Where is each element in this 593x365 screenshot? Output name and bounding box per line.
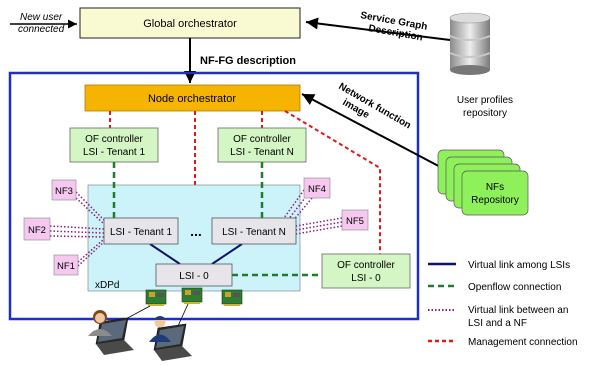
- legend-management-label: Management connection: [468, 337, 578, 348]
- legend-openflow-label: Openflow connection: [468, 282, 561, 293]
- nf1-label: NF1: [57, 261, 75, 272]
- of-controller-tenant1-box: [69, 127, 159, 163]
- global-orchestrator-label: Global orchestrator: [143, 18, 237, 30]
- legend-virtual-link-label: Virtual link among LSIs: [468, 260, 570, 271]
- nf4-box: [303, 177, 331, 199]
- nf5-box: [341, 209, 369, 231]
- of-controller-tenantN-line1: OF controller: [233, 134, 291, 145]
- lsi-virtual-links: [149, 243, 243, 265]
- of-controller-tenant1-line2: LSI - Tenant 1: [83, 147, 146, 158]
- nf5-label: NF5: [346, 216, 364, 227]
- legend-nf-link-label-line2: LSI and a NF: [468, 318, 527, 329]
- xdpd-label: xDPd: [95, 280, 119, 291]
- nf4-label: NF4: [308, 184, 326, 195]
- lsi-tenant1-box: [103, 217, 179, 245]
- of-controller-tenantN-box: [217, 127, 307, 163]
- lsi-tenantN-box: [211, 217, 297, 245]
- new-user-label-line1: New user: [20, 12, 63, 23]
- nfs-repo-label-line2: Repository: [471, 195, 519, 206]
- nfs-repo-label-line1: NFs: [486, 182, 504, 193]
- nf1-box: [53, 254, 79, 276]
- user-male-icon: [149, 316, 171, 342]
- nffg-description-label: NF-FG description: [200, 55, 296, 67]
- lsi-ellipsis: ...: [190, 223, 202, 239]
- of-controller-lsi0-line2: LSI - 0: [351, 273, 381, 284]
- nf3-box: [51, 179, 77, 201]
- lsi-0-box: [155, 263, 233, 287]
- nf3-label: NF3: [55, 186, 73, 197]
- node-orchestrator-label: Node orchestrator: [148, 93, 236, 105]
- of-controller-lsi0-box: [321, 253, 411, 289]
- new-user-label-line2: connected: [18, 24, 65, 35]
- database-icon: [449, 12, 491, 75]
- of-controller-lsi0-line1: OF controller: [337, 260, 395, 271]
- of-controller-tenantN-line2: LSI - Tenant N: [230, 147, 294, 158]
- user-link: [177, 303, 189, 327]
- openflow-links: [112, 162, 322, 277]
- laptop-icon: [95, 317, 134, 355]
- nfs-repository-icon: [437, 149, 529, 216]
- lsi-tenant1-label: LSI - Tenant 1: [110, 227, 173, 238]
- network-card-icon: [145, 289, 167, 306]
- lsi-0-label: LSI - 0: [179, 271, 209, 282]
- universal-node-border: [8, 71, 420, 321]
- network-card-icon: [221, 289, 243, 306]
- nf-virtual-links: [49, 189, 343, 267]
- nf2-label: NF2: [28, 225, 46, 236]
- global-orchestrator-box: [79, 7, 301, 39]
- user-profiles-label-line1: User profiles: [457, 95, 513, 106]
- nf2-box: [23, 217, 51, 241]
- legend-nf-link-label-line1: Virtual link between an: [468, 305, 568, 316]
- management-links: [109, 110, 381, 254]
- node-orchestrator-box: [84, 84, 301, 112]
- user-female-icon: [88, 310, 112, 336]
- laptop-icon: [153, 323, 192, 361]
- network-card-icon: [181, 287, 203, 304]
- service-graph-arrow: [305, 17, 451, 41]
- legend: Virtual link among LSIs Openflow connect…: [428, 260, 578, 348]
- of-controller-tenant1-line1: OF controller: [85, 134, 143, 145]
- user-profiles-label-line2: repository: [463, 108, 507, 119]
- lsi-tenantN-label: LSI - Tenant N: [222, 227, 286, 238]
